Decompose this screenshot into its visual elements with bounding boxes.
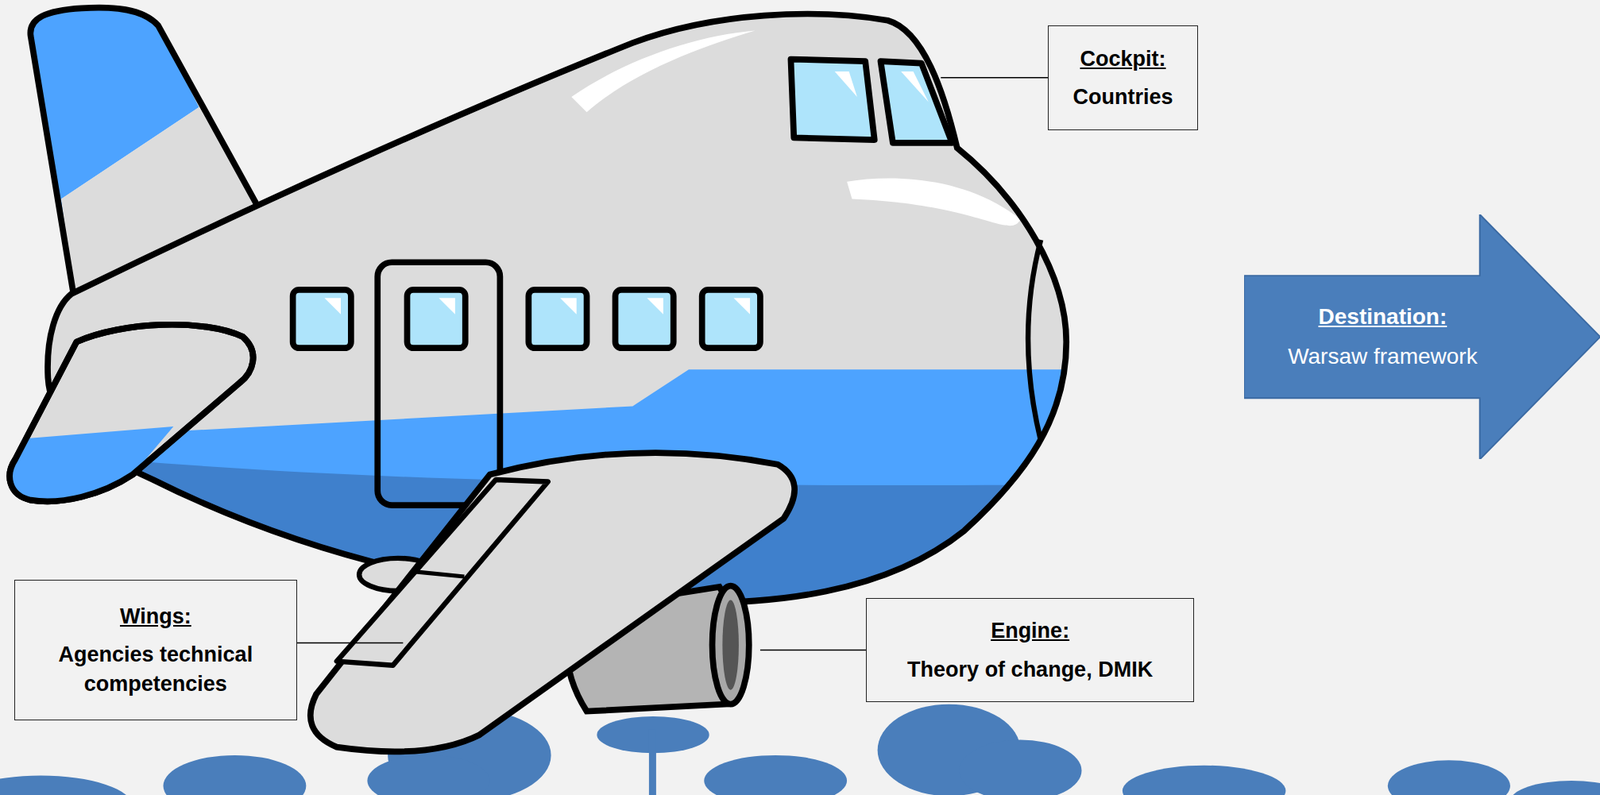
- passenger-windows: [293, 289, 761, 348]
- wing: [310, 452, 795, 752]
- door: [377, 262, 500, 506]
- callout-heading: Wings:: [119, 602, 192, 631]
- leader-line: [760, 649, 867, 652]
- window: [528, 289, 587, 348]
- arrow-shape: [1244, 214, 1600, 460]
- stabilizer: [9, 324, 253, 503]
- window: [702, 289, 761, 348]
- cockpit-window: [790, 59, 874, 141]
- highlight: [571, 30, 755, 113]
- tree: [703, 755, 847, 795]
- cockpit-window: [880, 61, 952, 143]
- tree: [1122, 765, 1287, 795]
- cockpit-window-glints: [834, 71, 929, 103]
- callout-text: Warsaw framework: [1287, 342, 1478, 372]
- tree-trunk: [649, 730, 657, 795]
- tree: [367, 755, 490, 795]
- callout-text: Agencies technical competencies: [26, 640, 286, 699]
- tree: [0, 776, 133, 795]
- nose-line: [1028, 239, 1041, 441]
- glint: [900, 71, 929, 103]
- leader-lines: [297, 77, 1048, 651]
- callout-heading: Engine:: [990, 616, 1070, 646]
- callout-box: Engine: Theory of change, DMIK: [865, 598, 1194, 703]
- tree: [1387, 760, 1511, 795]
- leader-line: [940, 77, 1048, 79]
- window: [293, 289, 352, 348]
- tree: [958, 740, 1082, 795]
- stabilizer-outline: [9, 324, 253, 503]
- flap-line: [413, 571, 464, 577]
- callout-box: Cockpit: Countries: [1047, 25, 1199, 131]
- destination-arrow: Destination: Warsaw framework: [1244, 214, 1600, 460]
- tree: [163, 755, 307, 795]
- window: [615, 289, 674, 348]
- window: [406, 289, 465, 348]
- cockpit-windows: [790, 59, 952, 143]
- callout-text: Theory of change, DMIK: [907, 655, 1153, 685]
- engine-fan: [722, 600, 739, 691]
- tree: [1510, 780, 1600, 795]
- wing-body: [310, 452, 795, 752]
- wing-flap: [336, 479, 549, 666]
- horizontal-stabilizer: [9, 324, 253, 503]
- glint: [324, 297, 750, 315]
- callout-box: Wings: Agencies technical competencies: [14, 579, 298, 721]
- callout-heading: Cockpit:: [1080, 44, 1167, 74]
- callout-text: Countries: [1073, 82, 1174, 112]
- arrow-polygon: [1244, 214, 1600, 460]
- glint: [834, 71, 858, 97]
- engine-intake: [712, 586, 750, 705]
- callout-heading: Destination:: [1318, 302, 1448, 332]
- leader-line: [297, 642, 404, 645]
